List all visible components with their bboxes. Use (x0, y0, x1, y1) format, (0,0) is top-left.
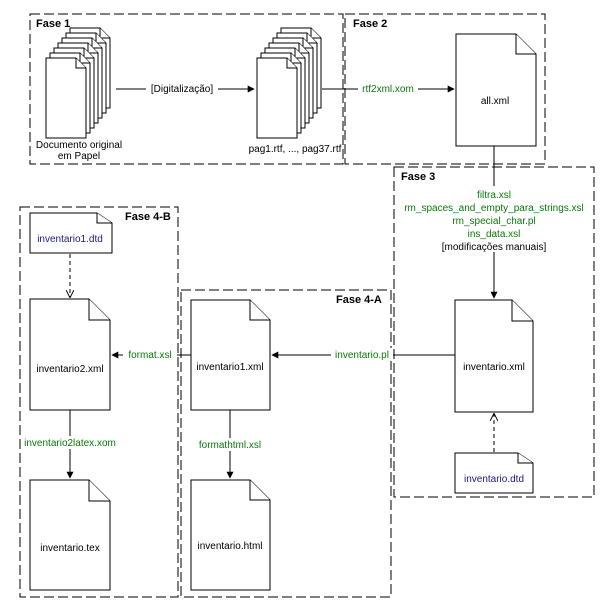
inventario1-xml-document-icon (190, 299, 271, 411)
rtf2xml-label: rtf2xml.xom (362, 84, 414, 95)
inventario1-dtd-label: inventario1.dtd (37, 234, 103, 245)
fase4a-title: Fase 4-A (336, 294, 382, 306)
inventario-tex-document-icon (29, 479, 111, 591)
filtra-xsl-label: filtra.xsl (477, 190, 511, 201)
inventario-pl-label: inventario.pl (335, 350, 389, 361)
rm-spaces-xsl-label: rm_spaces_and_empty_para_strings.xsl (404, 203, 584, 214)
ins-data-xsl-label: ins_data.xsl (468, 229, 521, 240)
original-document-label-line1: Documento original (36, 140, 122, 151)
inventario-dtd-document-icon (454, 452, 534, 494)
fase3-title: Fase 3 (401, 171, 435, 183)
original-document-stack-icon (45, 27, 111, 139)
inventario-html-document-icon (190, 479, 271, 591)
inventario2-xml-document-icon (29, 298, 111, 411)
digitalizacao-label: [Digitalização] (151, 84, 213, 95)
rtf-pages-stack-icon (256, 27, 322, 139)
inventario-xml-label: inventario.xml (463, 362, 525, 373)
inventario-tex-label: inventario.tex (40, 543, 99, 554)
inventario1-dtd-document-icon (29, 212, 113, 254)
inventario1-xml-label: inventario1.xml (196, 362, 263, 373)
all-xml-label: all.xml (481, 96, 509, 107)
all-xml-document-icon (455, 33, 537, 147)
inventario-dtd-label: inventario.dtd (464, 474, 524, 485)
fase2-title: Fase 2 (353, 18, 387, 30)
fase4b-frame (19, 206, 179, 598)
inventario-xml-document-icon (454, 299, 534, 413)
inventario2-xml-label: inventario2.xml (36, 364, 103, 375)
inventario2latex-label: inventario2latex.xom (24, 438, 116, 449)
rm-special-char-pl-label: rm_special_char.pl (452, 216, 535, 227)
format-xsl-label: format.xsl (128, 350, 171, 361)
inventario-html-label: inventario.html (197, 541, 262, 552)
rtf-pages-label: pag1.rtf, ..., pag37.rtf (249, 144, 342, 155)
fase1-title: Fase 1 (36, 18, 70, 30)
formathtml-label: formathtml.xsl (199, 440, 261, 451)
fase4a-frame (180, 289, 392, 598)
manual-changes-label: [modificações manuais] (442, 242, 547, 253)
original-document-label-line2: em Papel (58, 151, 100, 162)
fase4b-title: Fase 4-B (125, 211, 171, 223)
